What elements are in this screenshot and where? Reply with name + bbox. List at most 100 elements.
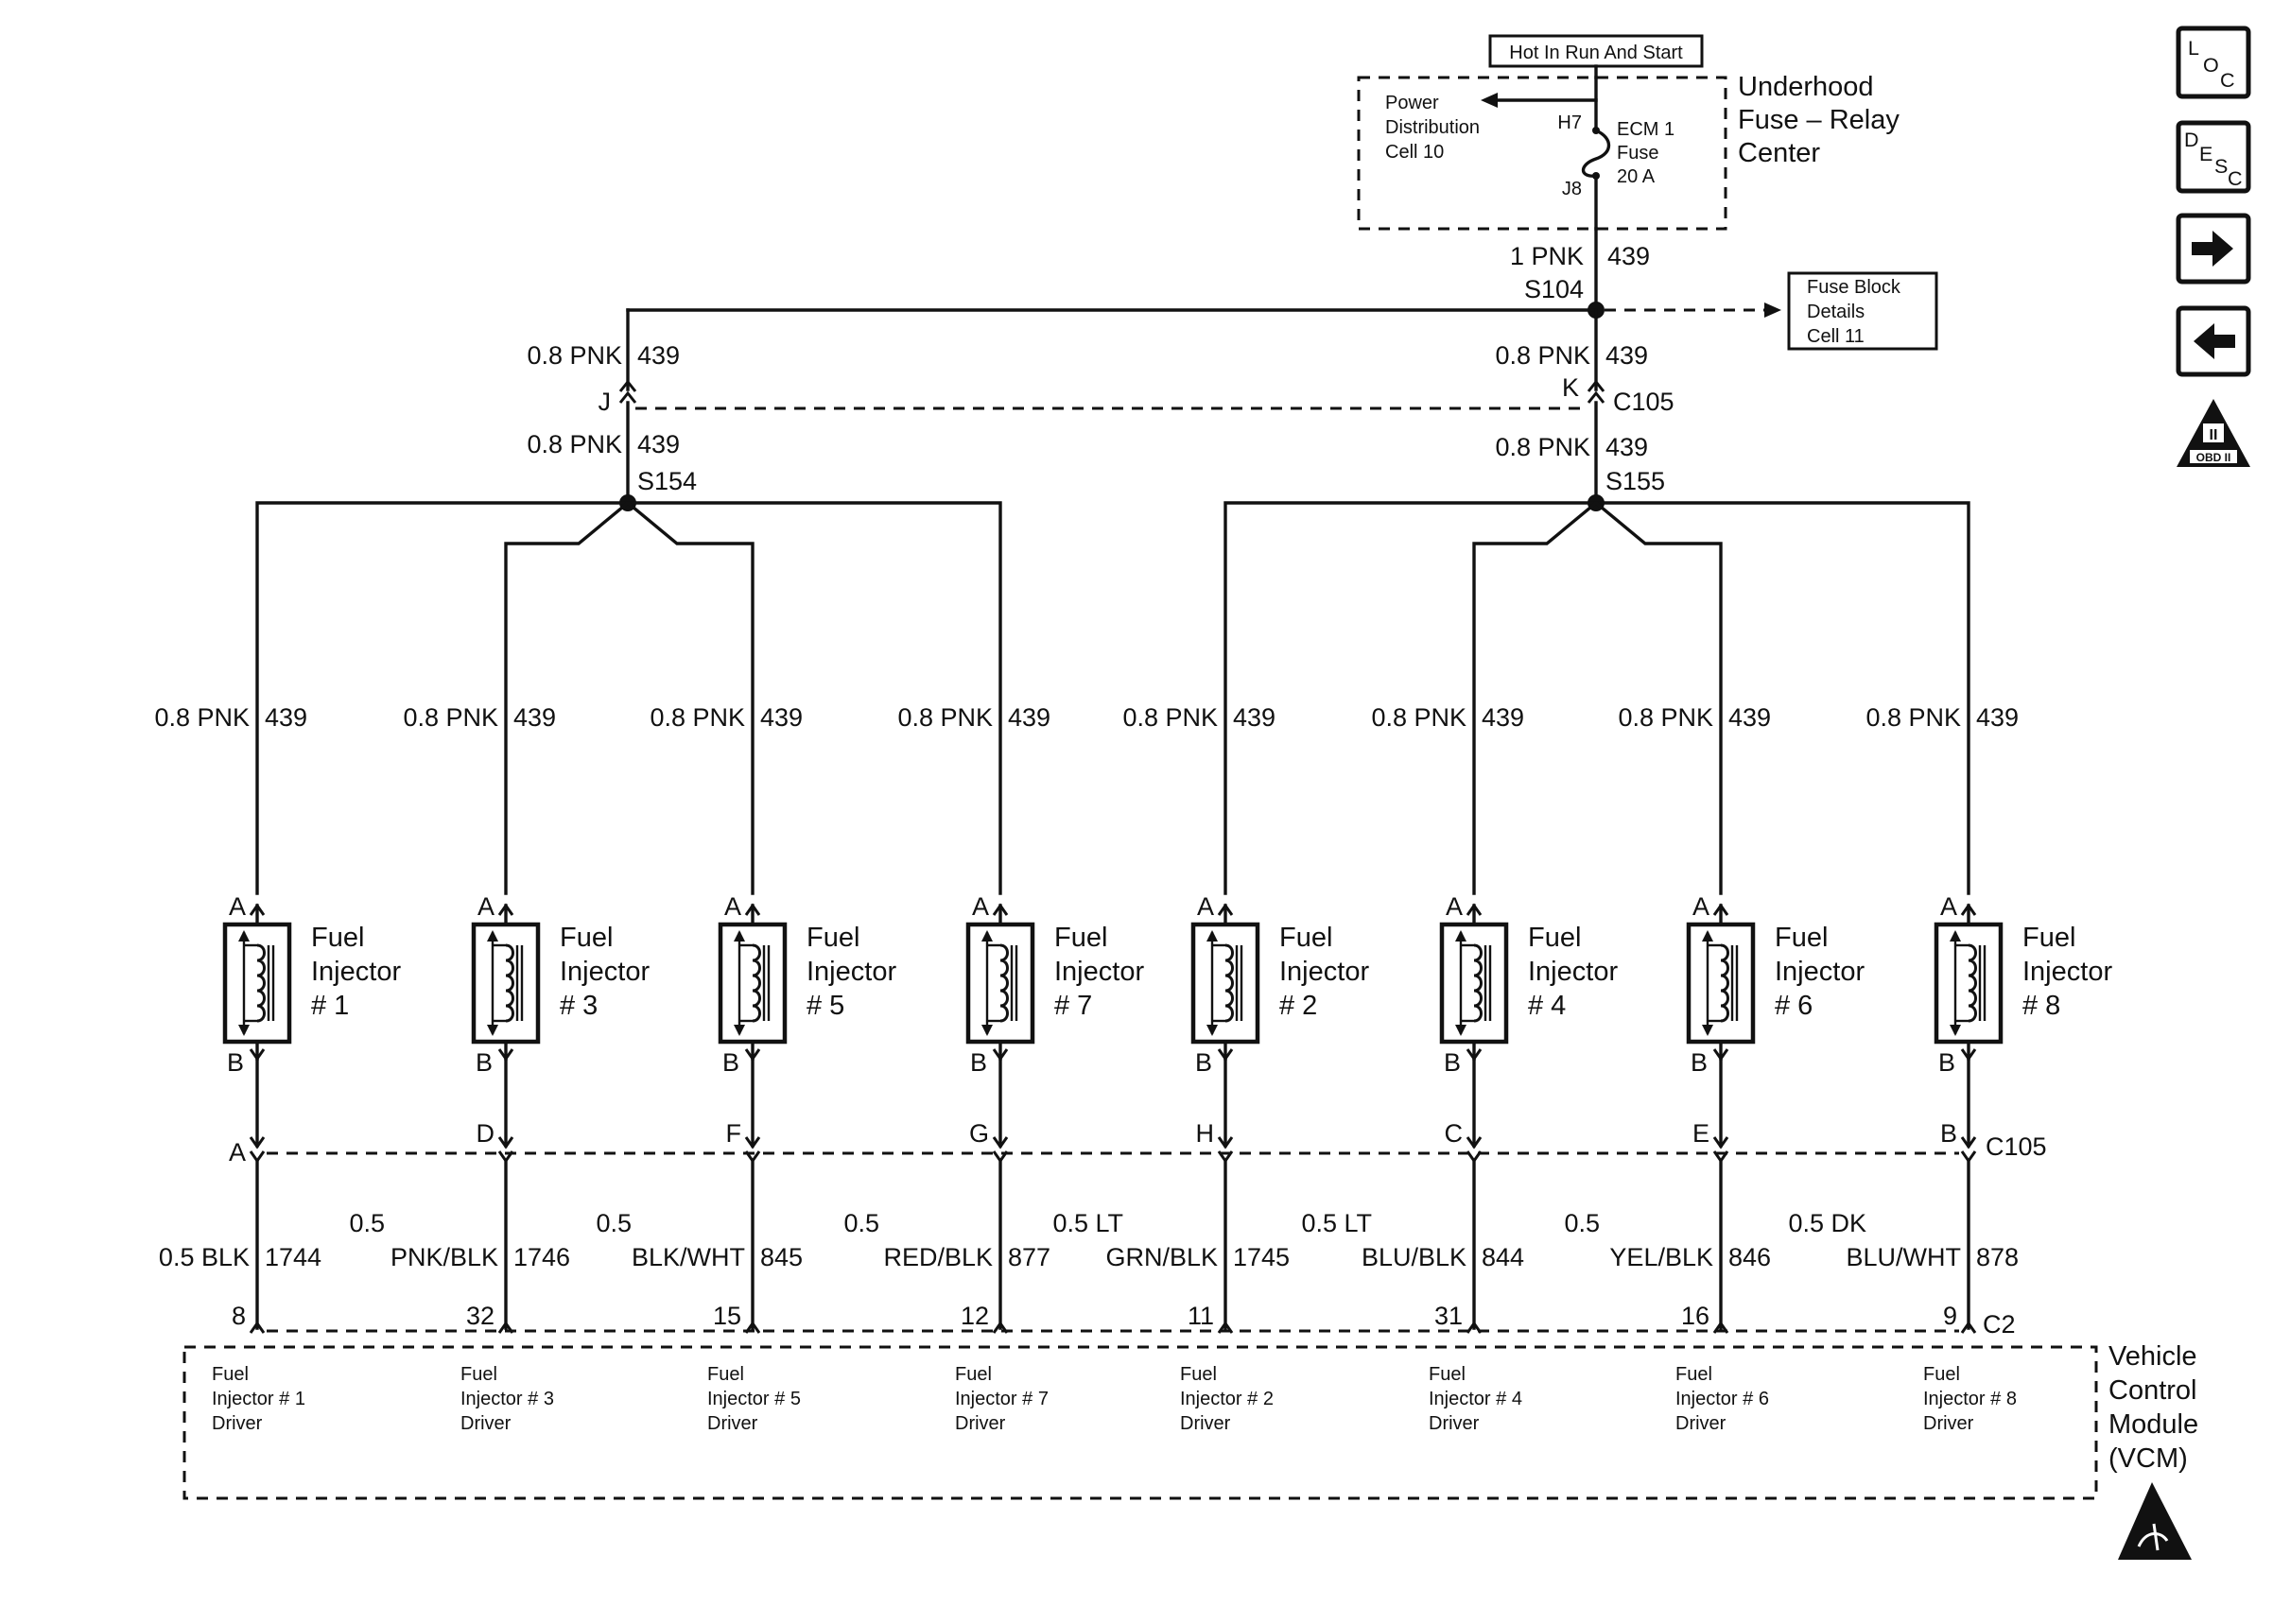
- c105-top-label: C105: [1613, 388, 1674, 416]
- output-wire-size: 0.5: [596, 1209, 632, 1237]
- injector-label-line-2: Injector: [1775, 957, 1865, 987]
- fuel-injector-body: [222, 922, 292, 1045]
- coil-icon: [1968, 943, 1977, 1023]
- vcm-pin-label: 31: [1434, 1302, 1463, 1330]
- output-circuit-label: 877: [1008, 1243, 1050, 1271]
- previous-page-button[interactable]: [2176, 305, 2251, 377]
- output-wire-color: YEL/BLK: [1609, 1243, 1713, 1271]
- injector-label-line-3: # 5: [807, 991, 844, 1021]
- driver-label-line-3: Driver: [1180, 1413, 1231, 1434]
- injector-pin-a: A: [1940, 892, 1957, 921]
- output-wire-size: 0.5: [1564, 1209, 1600, 1237]
- fuse-block-arrow-icon: [1764, 302, 1781, 318]
- vcm-label-3: Module: [2108, 1409, 2198, 1440]
- injector-label-line-1: Fuel: [1528, 923, 1581, 953]
- output-wire-size: 0.5: [349, 1209, 385, 1237]
- output-circuit-label: 844: [1482, 1243, 1524, 1271]
- fuel-injector-body: [718, 922, 788, 1045]
- vcm-pin-label: 12: [961, 1302, 989, 1330]
- feed-wire-label: 1 PNK: [1510, 242, 1584, 270]
- driver-label-line-1: Fuel: [212, 1364, 249, 1385]
- desc-button[interactable]: D E S C: [2176, 120, 2251, 194]
- obd-ii-text: OBD II: [2196, 451, 2231, 464]
- c105-pin-k: K: [1562, 373, 1579, 402]
- coil-icon: [256, 943, 266, 1023]
- injector-label-line-2: Injector: [311, 957, 401, 987]
- injector-feed-wire-label: 0.8 PNK: [897, 703, 993, 732]
- splice-s155-label: S155: [1605, 467, 1665, 495]
- desc-letter-s: S: [2214, 155, 2228, 178]
- injector-label-line-3: # 3: [560, 991, 598, 1021]
- injector-label-line-1: Fuel: [807, 923, 859, 953]
- branch-left-upper-wire: 0.8 PNK: [527, 341, 622, 370]
- branch-right: 0.8 PNK 439 K C105 0.8 PNK 439 S155: [1495, 308, 1674, 511]
- next-page-button[interactable]: [2176, 213, 2251, 285]
- injector-feed-wire-label: 0.8 PNK: [1122, 703, 1218, 732]
- injector-label-line-2: Injector: [1279, 957, 1369, 987]
- desc-letter-d: D: [2184, 129, 2199, 151]
- driver-label-line-1: Fuel: [1923, 1364, 1960, 1385]
- injector-pin-b: B: [227, 1048, 244, 1077]
- injector-feed-wire-label: 0.8 PNK: [1865, 703, 1961, 732]
- injector-pin-b: B: [722, 1048, 739, 1077]
- output-wire-color: BLU/BLK: [1362, 1243, 1466, 1271]
- esd-warning-icon: [2118, 1482, 2192, 1560]
- fuse-pin-h7: H7: [1557, 112, 1582, 133]
- injector-label-line-2: Injector: [560, 957, 650, 987]
- c105-bottom-label: C105: [1986, 1132, 2047, 1161]
- loc-letter-o: O: [2203, 54, 2219, 77]
- driver-label-line-3: Driver: [1429, 1413, 1480, 1434]
- c105-pin-label: F: [726, 1119, 742, 1148]
- injector-pin-a: A: [1692, 892, 1709, 921]
- fuel-injector-body: [1686, 922, 1756, 1045]
- vcm-pin-label: 16: [1681, 1302, 1709, 1330]
- obd-ii-button[interactable]: II OBD II: [2177, 399, 2250, 467]
- fuse-block-label-3: Cell 11: [1807, 326, 1865, 347]
- injector-label-line-1: Fuel: [560, 923, 613, 953]
- vcm-pin-label: 9: [1943, 1302, 1957, 1330]
- output-circuit-label: 1745: [1233, 1243, 1290, 1271]
- coil-icon: [999, 943, 1009, 1023]
- driver-label-line-1: Fuel: [1180, 1364, 1217, 1385]
- injector-label-line-1: Fuel: [1775, 923, 1828, 953]
- branch-right-upper-circuit: 439: [1605, 341, 1648, 370]
- injector-pin-b: B: [1691, 1048, 1708, 1077]
- coil-icon: [1720, 943, 1729, 1023]
- injector-feed-circuit-label: 439: [1482, 703, 1524, 732]
- splice-s104-label: S104: [1524, 275, 1584, 303]
- injector-pin-a: A: [724, 892, 741, 921]
- loc-button[interactable]: L O C: [2176, 26, 2251, 99]
- branch-right-lower-circuit: 439: [1605, 433, 1648, 461]
- injector-label-line-3: # 7: [1054, 991, 1092, 1021]
- driver-label-line-3: Driver: [212, 1413, 263, 1434]
- driver-label-line-1: Fuel: [955, 1364, 992, 1385]
- c105-pin-j: J: [599, 388, 612, 416]
- vcm-pin-label: 15: [713, 1302, 741, 1330]
- pdc-label-1: Power: [1385, 93, 1439, 113]
- branch-left-lower-wire: 0.8 PNK: [527, 430, 622, 458]
- loc-letter-l: L: [2188, 37, 2199, 60]
- output-wire-color: GRN/BLK: [1105, 1243, 1218, 1271]
- injector-label-line-3: # 6: [1775, 991, 1813, 1021]
- fuse-label-3: 20 A: [1617, 166, 1656, 187]
- injector-label-line-2: Injector: [1054, 957, 1144, 987]
- vcm-pin-label: 11: [1188, 1302, 1214, 1330]
- vcm-pin-label: 8: [232, 1302, 246, 1330]
- injector-pin-a: A: [229, 892, 246, 921]
- branch-left: 0.8 PNK 439 J 0.8 PNK 439 S154: [527, 308, 697, 511]
- driver-label-line-3: Driver: [955, 1413, 1006, 1434]
- injector-label-line-3: # 2: [1279, 991, 1317, 1021]
- driver-label-line-2: Injector # 6: [1675, 1389, 1769, 1409]
- c2-label: C2: [1983, 1310, 2016, 1339]
- fuse-pin-j8: J8: [1562, 179, 1582, 199]
- splice-distribution: [255, 500, 1970, 895]
- driver-label-line-3: Driver: [1923, 1413, 1974, 1434]
- c105-pin-label: G: [969, 1119, 989, 1148]
- vcm-pin-label: 32: [466, 1302, 495, 1330]
